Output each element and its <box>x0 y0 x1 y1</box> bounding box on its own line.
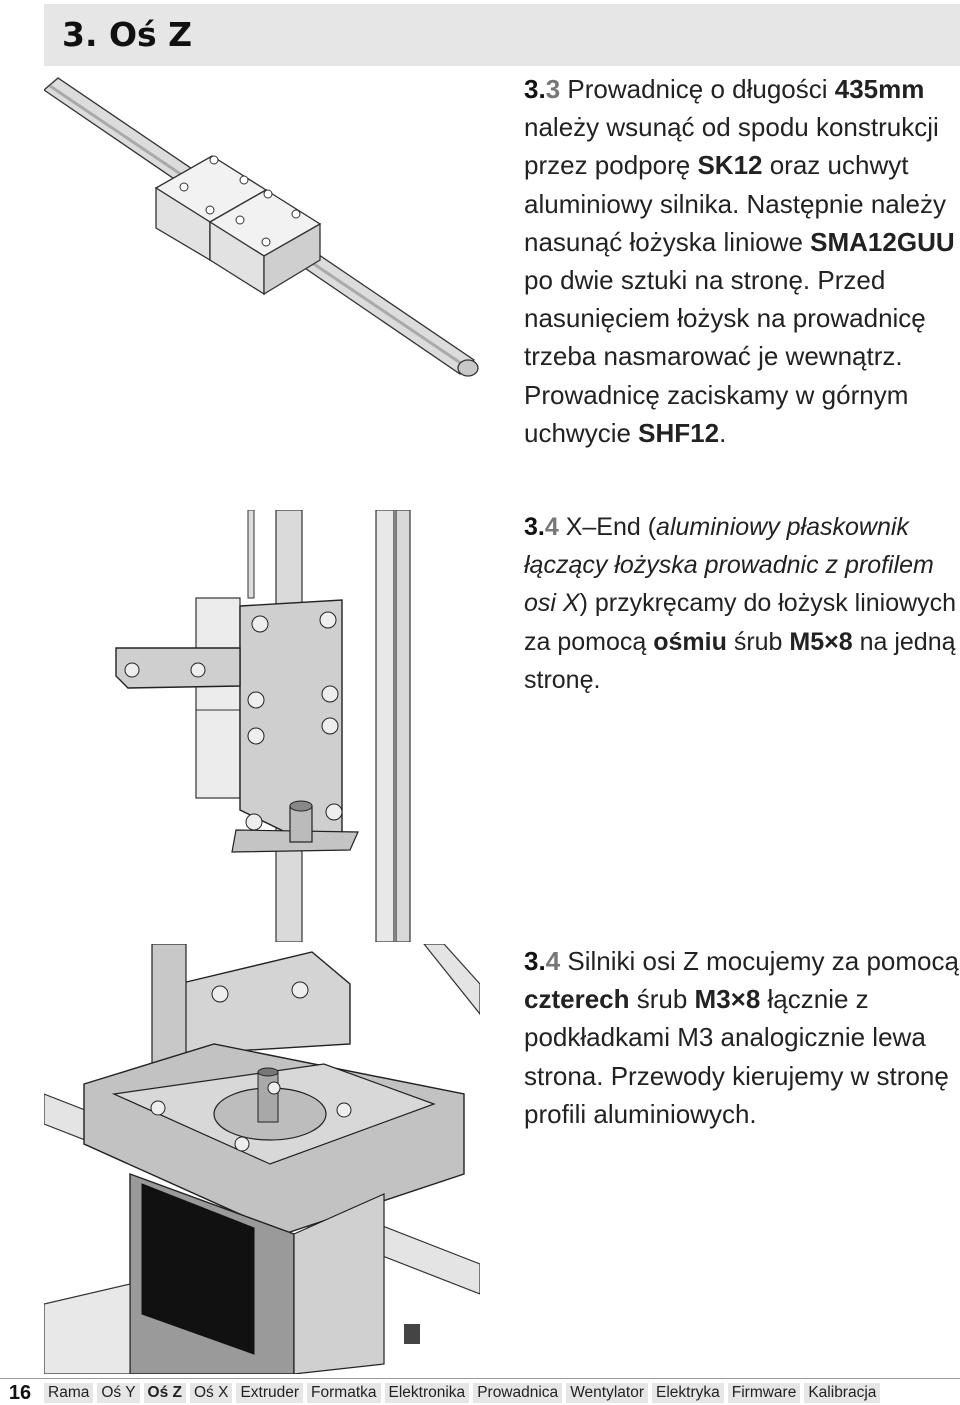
x-end-plate-illustration <box>115 510 411 942</box>
step-3-4-motor-text: 3.4 Silniki osi Z mocujemy za pomocą czt… <box>524 946 959 1129</box>
nav-formatka[interactable]: Formatka <box>307 1383 381 1403</box>
xend-description: aluminiowy płaskownik łączący łożyska pr… <box>524 513 934 618</box>
nav-os-x[interactable]: Oś X <box>189 1383 233 1403</box>
nav-elektronika[interactable]: Elektronika <box>384 1383 470 1403</box>
nav-prowadnica[interactable]: Prowadnica <box>473 1383 563 1403</box>
nav-kalibracja[interactable]: Kalibracja <box>804 1383 881 1403</box>
chapter-header-band <box>44 4 960 66</box>
nav-elektryka[interactable]: Elektryka <box>652 1383 724 1403</box>
page-number: 16 <box>8 1382 32 1404</box>
step-number: 3.4 <box>524 946 561 976</box>
step-3-4-xend-text: 3.4 X–End (aluminiowy płaskownik łączący… <box>524 513 957 694</box>
screw-count: czterech <box>524 984 630 1015</box>
rail-length: 435mm <box>834 74 925 104</box>
nav-wentylator[interactable]: Wentylator <box>566 1383 648 1403</box>
nav-os-z[interactable]: Oś Z <box>143 1383 186 1403</box>
screw-count: ośmiu <box>653 627 727 656</box>
holder-part-code: SHF12 <box>638 417 720 448</box>
screw-size: M5×8 <box>789 627 853 656</box>
z-motor-mount-illustration <box>44 944 480 1374</box>
step-3-3-text: 3.3 Prowadnicę o długości 435mm należy w… <box>524 74 955 448</box>
nav-os-y[interactable]: Oś Y <box>97 1383 140 1403</box>
nav-firmware[interactable]: Firmware <box>727 1383 801 1403</box>
screw-size: M3×8 <box>694 984 761 1015</box>
nav-extruder[interactable]: Extruder <box>236 1383 304 1403</box>
chapter-navigation: Rama Oś Y Oś Z Oś X Extruder Formatka El… <box>44 1383 881 1403</box>
chapter-title: 3. Oś Z <box>62 15 193 54</box>
step-number: 3.4 <box>524 513 559 541</box>
step-number: 3.3 <box>524 74 561 104</box>
bearing-part-code: SMA12GUU <box>810 226 955 257</box>
nav-rama[interactable]: Rama <box>44 1383 94 1403</box>
footer-divider <box>0 1378 960 1379</box>
support-part-code: SK12 <box>697 150 763 181</box>
linear-rail-bearings-illustration <box>44 77 479 377</box>
